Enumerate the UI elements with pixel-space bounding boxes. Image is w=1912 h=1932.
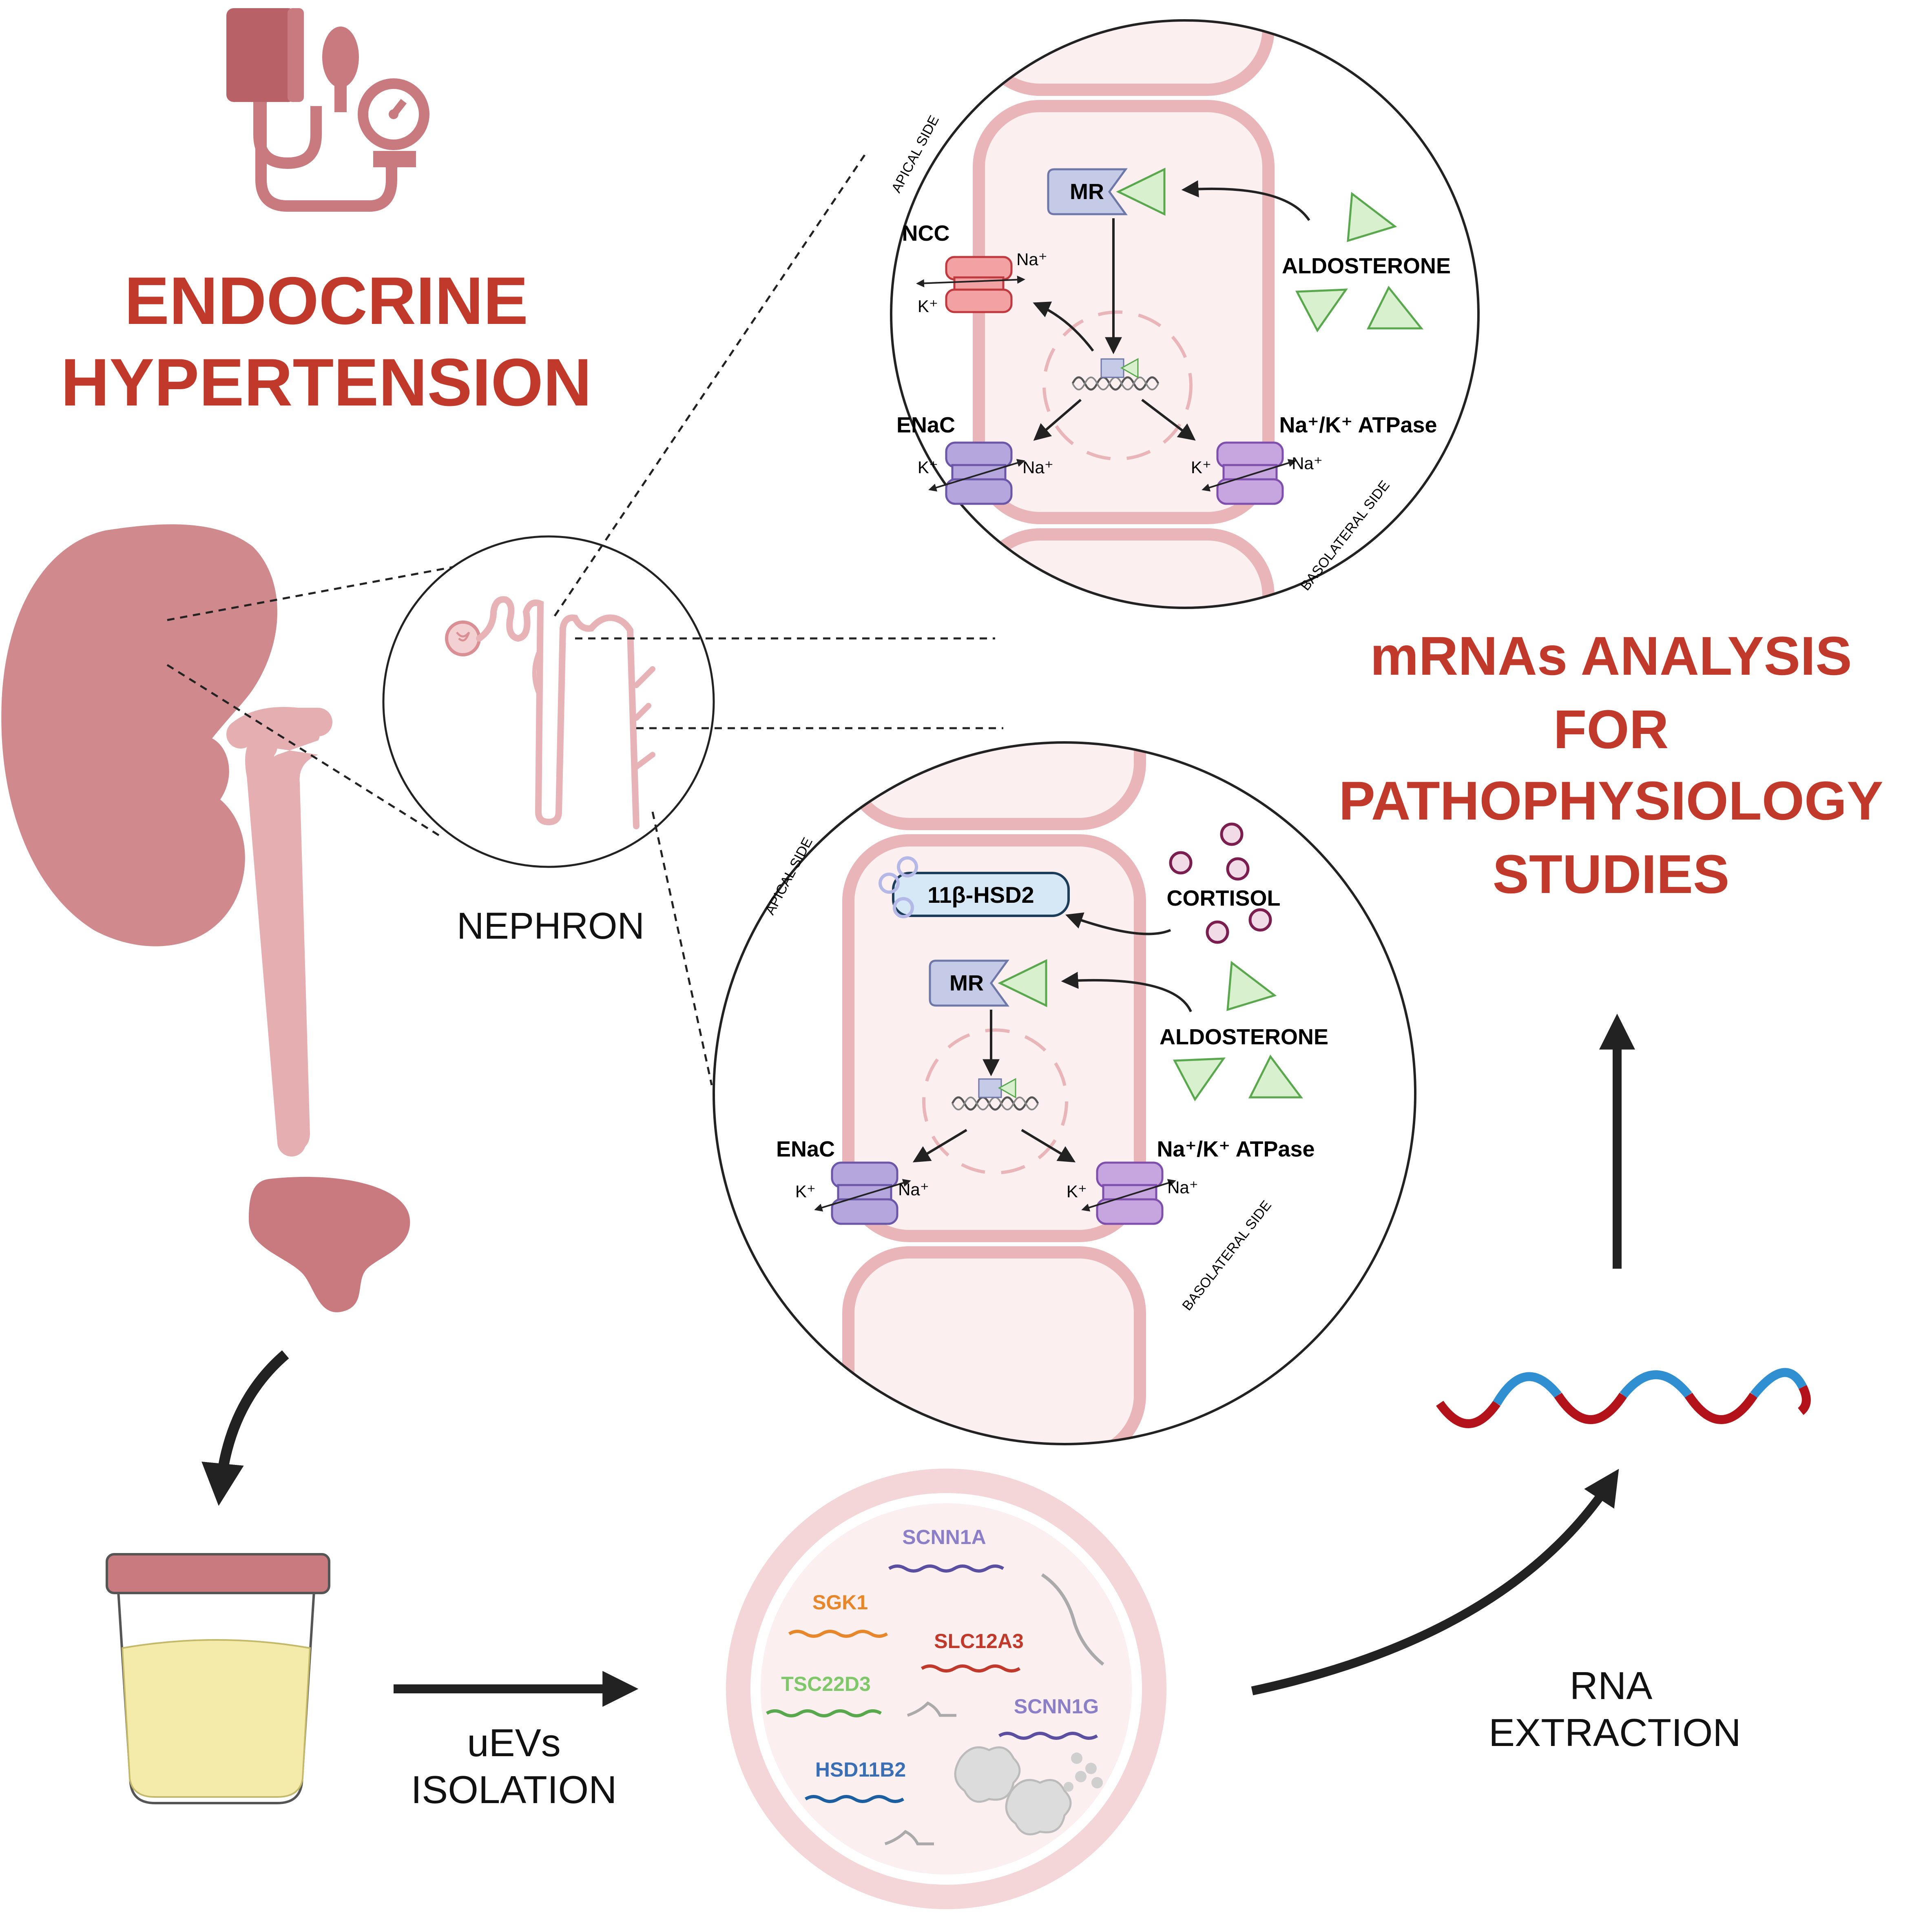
uev-vesicle-circle [726,1469,1166,1909]
cortisol-label: CORTISOL [1167,886,1281,911]
analysis-line-3: PATHOPHYSIOLOGY [1339,771,1883,831]
analysis-line-2: FOR [1553,699,1669,760]
aldosterone-label: ALDOSTERONE [1282,254,1451,278]
atpase-label: Na⁺/K⁺ ATPase [1279,413,1437,437]
uevs-label-line-2: ISOLATION [411,1768,617,1812]
cortisone-molecules-icon [879,856,918,918]
gene-label: SCNN1G [1014,1695,1099,1718]
ncc-label: NCC [902,221,950,246]
mr-label-bottom: MR [949,971,984,995]
analysis-line-1: mRNAs ANALYSIS [1370,626,1852,687]
arrow-aldo-to-mr-bottom [1061,972,1192,1013]
gene-label: HSD11B2 [815,1758,906,1781]
atpase-k-label-bottom: K⁺ [1067,1182,1087,1201]
arrow-nucleus-to-enac-bottom [912,1129,967,1163]
atpase-label-bottom: Na⁺/K⁺ ATPase [1157,1137,1314,1161]
rna-label-line-1: RNA [1569,1664,1653,1708]
dna-icon [951,1078,1039,1111]
rna-strand-icon [1436,1368,1811,1428]
ncc-transporter-icon [916,256,1025,313]
enac-channel-icon [814,1161,911,1225]
enac-k-label-bottom: K⁺ [795,1182,816,1201]
gene-label: SCNN1A [902,1526,986,1549]
aldosterone-molecules-icon [1295,192,1424,332]
enac-label: ENaC [896,413,955,437]
rna-label-line-2: EXTRACTION [1489,1711,1741,1755]
na-k-atpase-icon [1081,1161,1176,1225]
arrow-bladder-to-cup [201,1350,289,1506]
blood-pressure-monitor-icon [226,8,429,212]
gene-label: TSC22D3 [781,1673,871,1695]
arrow-nucleus-to-atpase-bottom [1021,1129,1076,1163]
aldosterone-molecules-icon [1173,961,1303,1101]
bottom-cell-circle: 11β-HSD2 CORTISOL MR [713,741,1416,1445]
gene-label: SGK1 [812,1591,868,1614]
hsd2-label: 11β-HSD2 [927,882,1034,908]
ncc-k-label: K⁺ [918,297,938,316]
zoom-lines-kidney [166,552,531,837]
aldosterone-label-bottom: ALDOSTERONE [1160,1025,1328,1049]
arrow-nucleus-to-enac [1033,399,1082,441]
top-cell-circle: MR NCC Na⁺ K⁺ [889,19,1480,609]
hsd2-enzyme-box [892,872,1070,917]
zoom-lines-nephron [553,154,1003,1086]
enac-k-label: K⁺ [918,458,938,477]
arrow-nucleus-to-atpase [1141,399,1196,441]
uevs-label-line-1: uEVs [467,1721,561,1765]
atpase-na-label: Na⁺ [1292,454,1323,473]
dna-icon [1071,358,1160,391]
nephron-label: NEPHRON [456,905,645,947]
na-k-atpase-icon [1202,441,1297,505]
cortisol-molecules-icon [1169,822,1272,944]
gene-label: SLC12A3 [934,1630,1024,1653]
atpase-k-label: K⁺ [1191,458,1211,477]
gene-labels: SCNN1A SGK1 SLC12A3 TSC22D3 SCNN1G HSD11… [781,1526,1099,1781]
kidney-illustration [1,524,410,1312]
enac-channel-icon [928,441,1025,505]
ncc-na-label: Na⁺ [1016,250,1047,269]
enac-na-label-bottom: Na⁺ [898,1180,929,1199]
title-line-1: ENDOCRINE [124,263,529,338]
title-line-2: HYPERTENSION [61,345,592,420]
arrow-uevs-to-rna [1251,1469,1619,1695]
atpase-na-label-bottom: Na⁺ [1167,1178,1198,1197]
nephron-circle [382,535,715,868]
arrow-nucleus-to-ncc [1033,301,1094,352]
enac-label-bottom: ENaC [776,1137,835,1161]
mr-receptor-icon [1047,168,1166,216]
arrow-cortisol-to-hsd2 [1065,912,1171,935]
mr-label: MR [1070,179,1104,204]
arrow-aldo-to-mr [1181,180,1310,221]
urine-sample-cup-icon [106,1553,330,1804]
enac-na-label: Na⁺ [1022,458,1053,477]
analysis-line-4: STUDIES [1492,844,1730,905]
mr-receptor-icon [929,959,1047,1007]
